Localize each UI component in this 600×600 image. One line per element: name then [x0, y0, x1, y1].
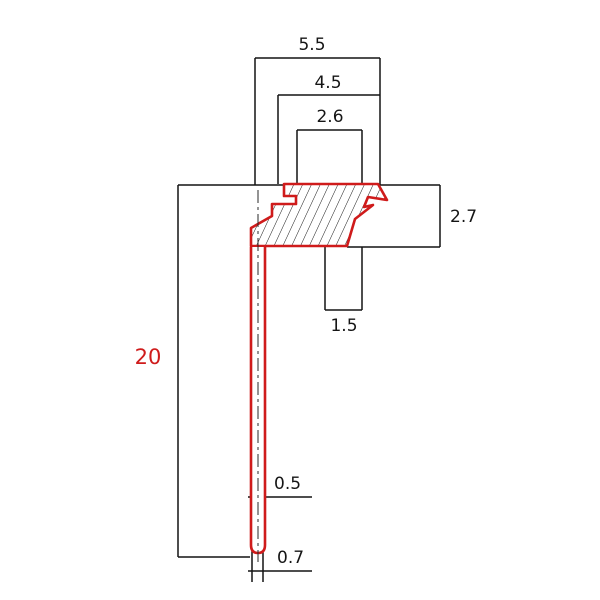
dim-label-top-width: 5.5 — [298, 35, 325, 55]
dim-label-stem-length: 20 — [135, 345, 162, 369]
dim-mid-width-lines — [277, 94, 380, 184]
dim-label-stem-wall: 0.5 — [274, 474, 301, 494]
dim-label-head-height: 2.7 — [450, 207, 477, 227]
dim-slot-width-lines — [296, 129, 363, 184]
dim-label-slot-width: 2.6 — [316, 107, 343, 127]
dim-label-tab-width: 1.5 — [330, 316, 357, 336]
dim-label-mid-width: 4.5 — [314, 73, 341, 93]
dim-label-stem-tip: 0.7 — [277, 548, 304, 568]
dim-stem-length-lines — [177, 184, 284, 558]
dim-top-width-lines — [254, 57, 381, 185]
dim-stem-tip-lines — [248, 550, 312, 582]
dimension-lines — [177, 57, 441, 582]
profile-head-outline — [249, 182, 389, 248]
dim-tab-width-lines — [324, 247, 363, 311]
